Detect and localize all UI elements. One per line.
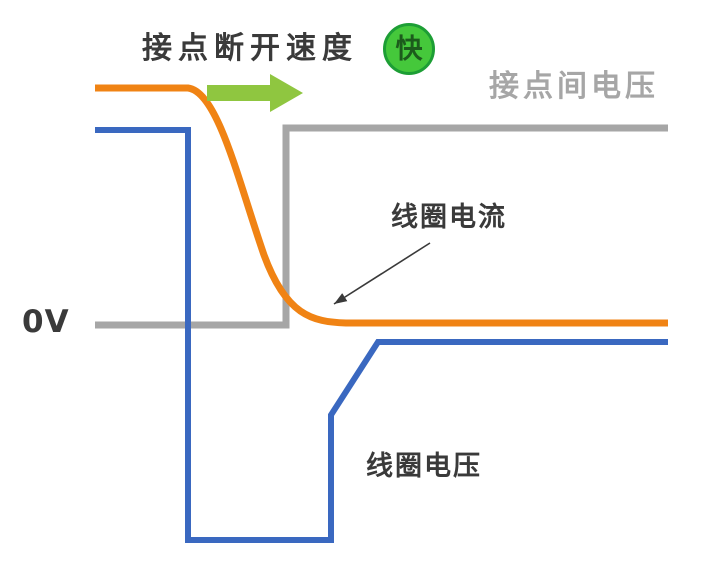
diagram-title: 接点断开速度 — [142, 31, 358, 66]
coil-current-label: 线圈电流 — [391, 202, 507, 233]
coil-current-line — [95, 84, 668, 327]
coil-current-pointer-arrow — [333, 242, 431, 305]
contact-voltage-label: 接点间电压 — [489, 69, 659, 104]
coil-voltage-line — [95, 127, 668, 543]
zero-volt-label: 0V — [22, 304, 70, 340]
speed-arrow-icon — [207, 74, 303, 112]
contact-voltage-line — [95, 124, 668, 329]
coil-voltage-label: 线圈电压 — [366, 451, 482, 482]
fast-badge: 快 — [383, 23, 435, 75]
fast-badge-label: 快 — [395, 33, 423, 65]
